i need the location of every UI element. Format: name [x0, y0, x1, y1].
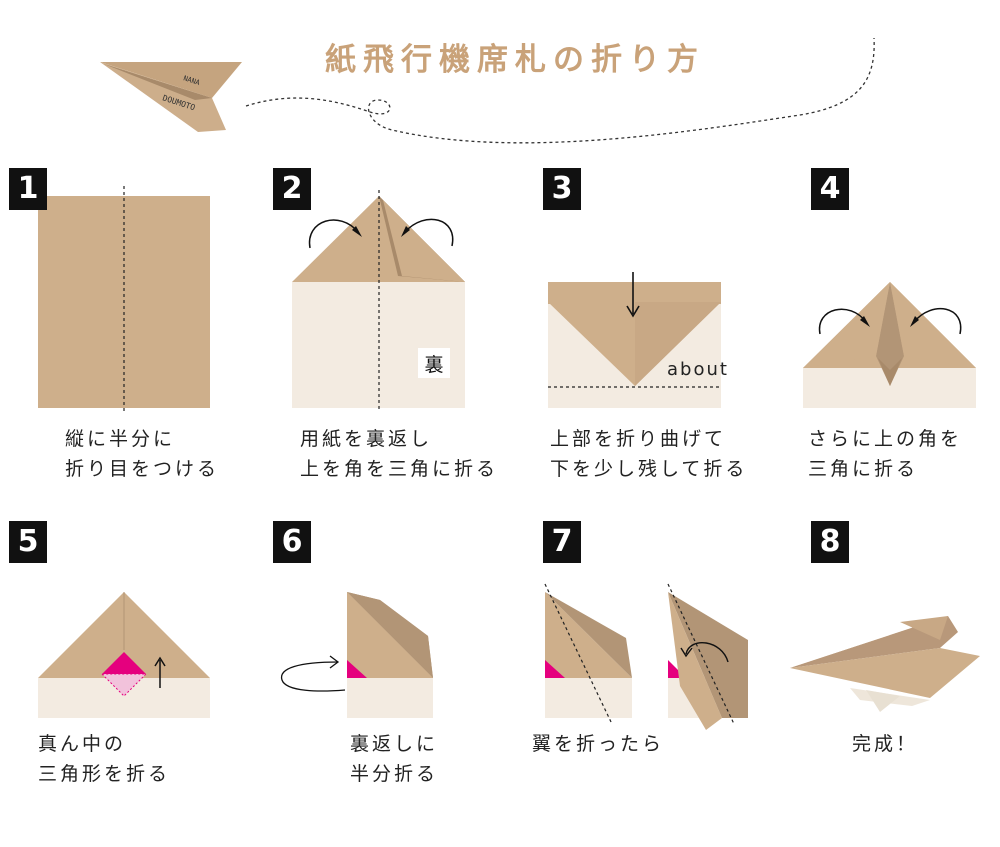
step2-caption-line1: 用紙を裏返し: [300, 428, 433, 450]
step4-caption: さらに上の角を 三角に折る: [808, 424, 962, 484]
step3-caption-line1: 上部を折り曲げて: [550, 428, 727, 450]
step3-caption: 上部を折り曲げて 下を少し残して折る: [550, 424, 747, 484]
step2-number: 2: [273, 168, 311, 210]
step2-caption: 用紙を裏返し 上を角を三角に折る: [300, 424, 498, 484]
step1-diagram: [38, 186, 210, 412]
step2-diagram: [292, 190, 465, 410]
step5-number: 5: [9, 521, 47, 563]
step8-finished-plane: [790, 616, 980, 712]
step3-caption-line2: 下を少し残して折る: [550, 458, 748, 480]
step1-caption-line1: 縦に半分に: [65, 428, 176, 450]
header-paper-plane: NANA DOUMOTO: [100, 62, 242, 132]
step4-number: 4: [811, 168, 849, 210]
step3-number: 3: [543, 168, 581, 210]
step3-diagram: [548, 272, 721, 408]
step3-about-label: about: [667, 359, 729, 380]
step5-diagram: [38, 592, 210, 718]
step2-caption-line2: 上を角を三角に折る: [300, 458, 499, 480]
step6-number: 6: [273, 521, 311, 563]
step6-caption: 裏返しに 半分折る: [350, 729, 438, 789]
dotted-swoosh: [245, 37, 875, 144]
page-title: 紙飛行機席札の折り方: [325, 42, 705, 78]
step7-diagram-left: [544, 583, 632, 725]
step8-number: 8: [811, 521, 849, 563]
step8-caption: 完成！: [852, 729, 918, 759]
step7-number: 7: [543, 521, 581, 563]
step7-diagram-right: [667, 583, 748, 730]
step4-caption-line2: 三角に折る: [808, 458, 919, 480]
step7-caption-line1: 翼を折ったら: [532, 733, 665, 755]
step6-caption-line1: 裏返しに: [350, 733, 439, 755]
step5-caption-line2: 三角形を折る: [38, 763, 171, 785]
step5-caption-line1: 真ん中の: [38, 733, 127, 755]
step2-back-label: 裏: [424, 354, 444, 376]
step8-caption-line1: 完成！: [852, 733, 919, 755]
step6-diagram: [280, 592, 433, 718]
step1-caption: 縦に半分に 折り目をつける: [65, 424, 219, 484]
step5-caption: 真ん中の 三角形を折る: [38, 729, 170, 789]
step1-number: 1: [9, 168, 47, 210]
step4-diagram: [803, 282, 976, 408]
step1-caption-line2: 折り目をつける: [65, 458, 220, 480]
step4-caption-line1: さらに上の角を: [808, 428, 963, 450]
step6-caption-line2: 半分折る: [350, 763, 439, 785]
step7-caption: 翼を折ったら: [532, 729, 664, 759]
